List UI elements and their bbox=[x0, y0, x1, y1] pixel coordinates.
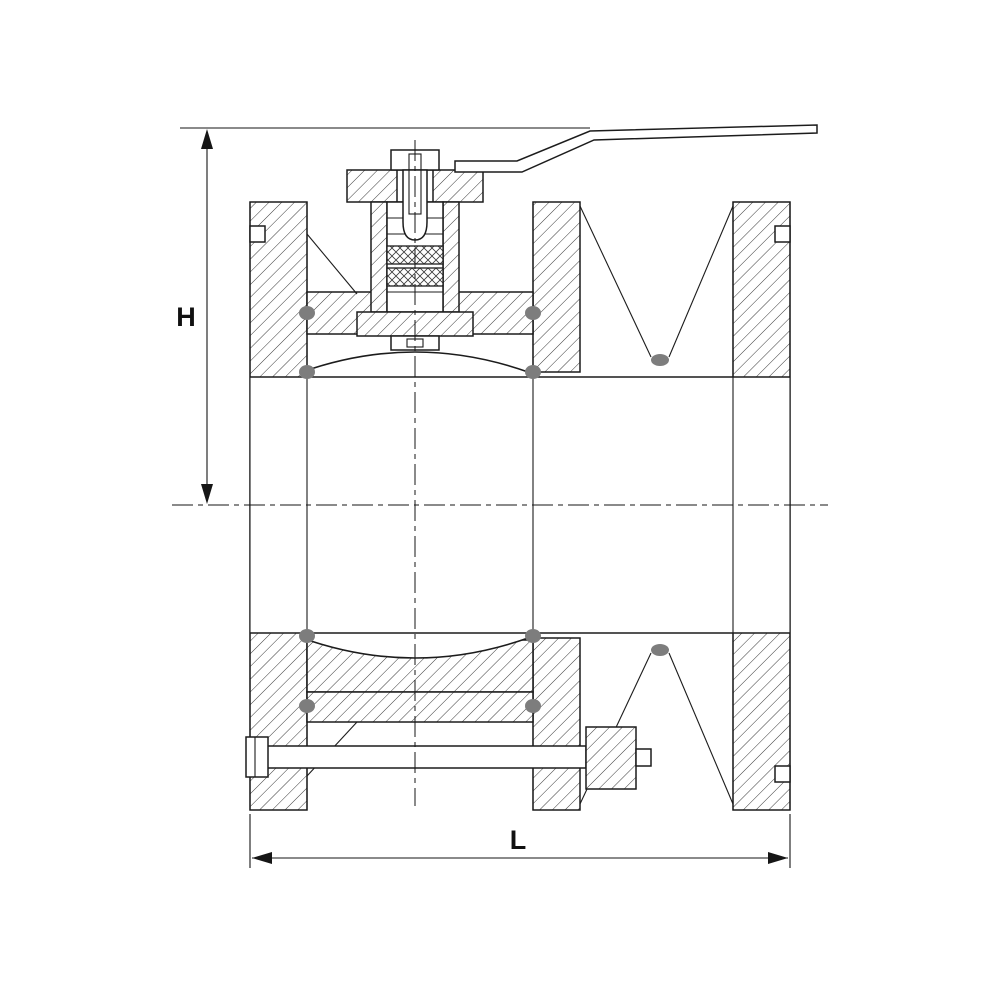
bottom-plate-seal-right bbox=[525, 699, 541, 713]
bolt-stud bbox=[255, 745, 587, 769]
ball-seat-top-left bbox=[299, 365, 315, 379]
handle-bar bbox=[454, 124, 818, 173]
flow-bore bbox=[250, 377, 790, 633]
body-joint-flange-bottom bbox=[532, 637, 581, 811]
bottom-plate-seal-left bbox=[299, 699, 315, 713]
bolt-head bbox=[245, 736, 269, 778]
neck-slope-top-right bbox=[668, 205, 734, 358]
body-cap-seal-right bbox=[525, 306, 541, 320]
bolt-nut bbox=[585, 726, 637, 790]
neck-slope-top-left bbox=[579, 205, 652, 358]
h-arrow-bottom bbox=[201, 484, 213, 504]
ball-top-arc bbox=[301, 351, 529, 373]
valve-body bbox=[249, 201, 791, 811]
packing-housing-right-wall bbox=[442, 201, 460, 313]
seals bbox=[299, 306, 669, 713]
body-joint-seal-bottom bbox=[651, 644, 669, 656]
body-bottom-plate bbox=[306, 691, 534, 723]
body-joint-seal-top bbox=[651, 354, 669, 366]
right-flange-bolt-notch-top bbox=[774, 225, 791, 243]
flange-corner-slope-top bbox=[306, 233, 358, 295]
body-joint-flange-top bbox=[532, 201, 581, 373]
h-arrow-top bbox=[201, 129, 213, 149]
bottom-bolt bbox=[245, 726, 652, 790]
dimension-l-label: L bbox=[510, 825, 527, 855]
ball-seat-bottom-right bbox=[525, 629, 541, 643]
dimension-h-label: H bbox=[176, 302, 196, 332]
body-cap-seal-left bbox=[299, 306, 315, 320]
right-flange-bolt-notch-bottom bbox=[774, 765, 791, 783]
dimension-l: L bbox=[249, 814, 791, 868]
bolt-thread-stub bbox=[635, 748, 652, 767]
l-arrow-right bbox=[768, 852, 788, 864]
neck-slope-bottom-right bbox=[668, 652, 734, 805]
ball-seat-top-right bbox=[525, 365, 541, 379]
packing-housing-left-wall bbox=[370, 201, 388, 313]
handle-lever bbox=[180, 124, 818, 173]
l-arrow-left bbox=[252, 852, 272, 864]
dimension-h: H bbox=[176, 129, 213, 504]
ball-seat-bottom-left bbox=[299, 629, 315, 643]
left-flange-bolt-notch bbox=[249, 225, 266, 243]
centerlines bbox=[172, 140, 828, 806]
